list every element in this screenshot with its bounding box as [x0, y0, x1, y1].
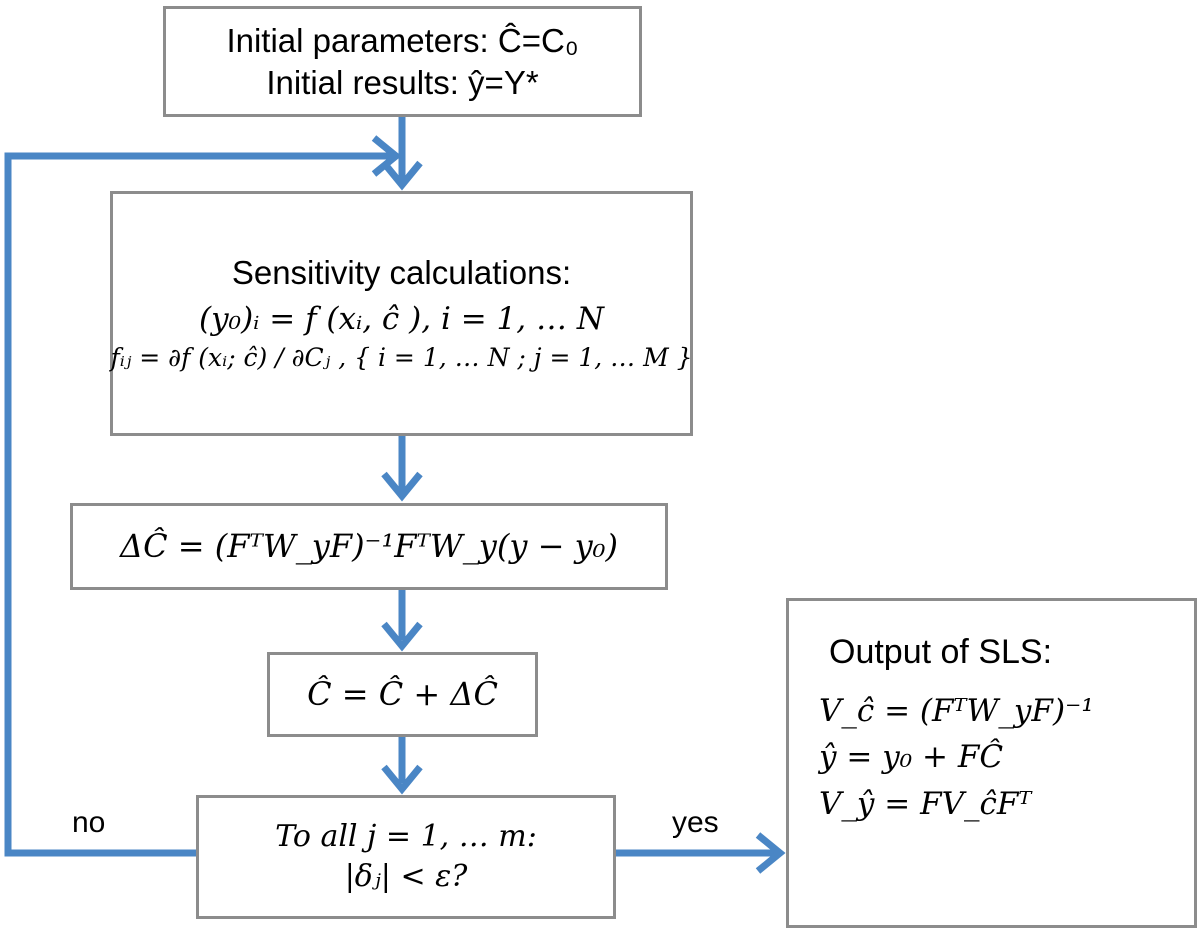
arrowhead-sens-to-delta — [381, 471, 423, 502]
output-title: Output of SLS: — [829, 633, 1053, 671]
covariance-y-equation: V_ŷ = FV_ĉFᵀ — [819, 785, 1032, 822]
arrowhead-update-to-check — [381, 764, 423, 795]
output-box: Output of SLS: V_ĉ = (FᵀW_yF)⁻¹ ŷ = y₀ +… — [786, 598, 1197, 928]
convergence-check-box: To all j = 1, … m: |δⱼ| < ε? — [196, 795, 616, 919]
sensitivity-title: Sensitivity calculations: — [231, 254, 572, 292]
update-box: Ĉ = Ĉ + ΔĈ — [267, 652, 538, 737]
model-output-equation: (y₀)ᵢ = f (xᵢ, ĉ ), i = 1, … N — [199, 301, 604, 338]
arrowhead-delta-to-update — [381, 621, 423, 652]
delta-equation: ΔĈ = (FᵀW_yF)⁻¹FᵀW_y(y − y₀) — [120, 526, 618, 565]
yes-label: yes — [672, 806, 719, 839]
arrow-no-loop — [4, 152, 392, 857]
arrowhead-yes-to-output — [755, 832, 786, 874]
delta-box: ΔĈ = (FᵀW_yF)⁻¹FᵀW_y(y − y₀) — [70, 503, 668, 590]
arrowhead-no-loop — [371, 135, 402, 177]
no-label: no — [72, 806, 106, 839]
arrowhead-init-to-sens — [381, 160, 423, 191]
check-condition-line1: To all j = 1, … m: — [275, 818, 537, 854]
initial-parameters-text: Initial parameters: Ĉ=C₀ — [226, 22, 579, 60]
update-equation: Ĉ = Ĉ + ΔĈ — [307, 674, 498, 713]
initial-results-text: Initial results: ŷ=Y* — [266, 63, 539, 101]
check-condition-line2: |δⱼ| < ε? — [344, 859, 468, 894]
covariance-c-equation: V_ĉ = (FᵀW_yF)⁻¹ — [819, 692, 1094, 729]
initial-box: Initial parameters: Ĉ=C₀ Initial results… — [163, 6, 642, 117]
sensitivity-equation: fᵢⱼ = ∂f (xᵢ; ĉ) / ∂Cⱼ , { i = 1, … N ; … — [110, 343, 693, 373]
y-estimate-equation: ŷ = y₀ + FĈ — [819, 739, 1004, 775]
sensitivity-box: Sensitivity calculations: (y₀)ᵢ = f (xᵢ,… — [110, 191, 693, 436]
